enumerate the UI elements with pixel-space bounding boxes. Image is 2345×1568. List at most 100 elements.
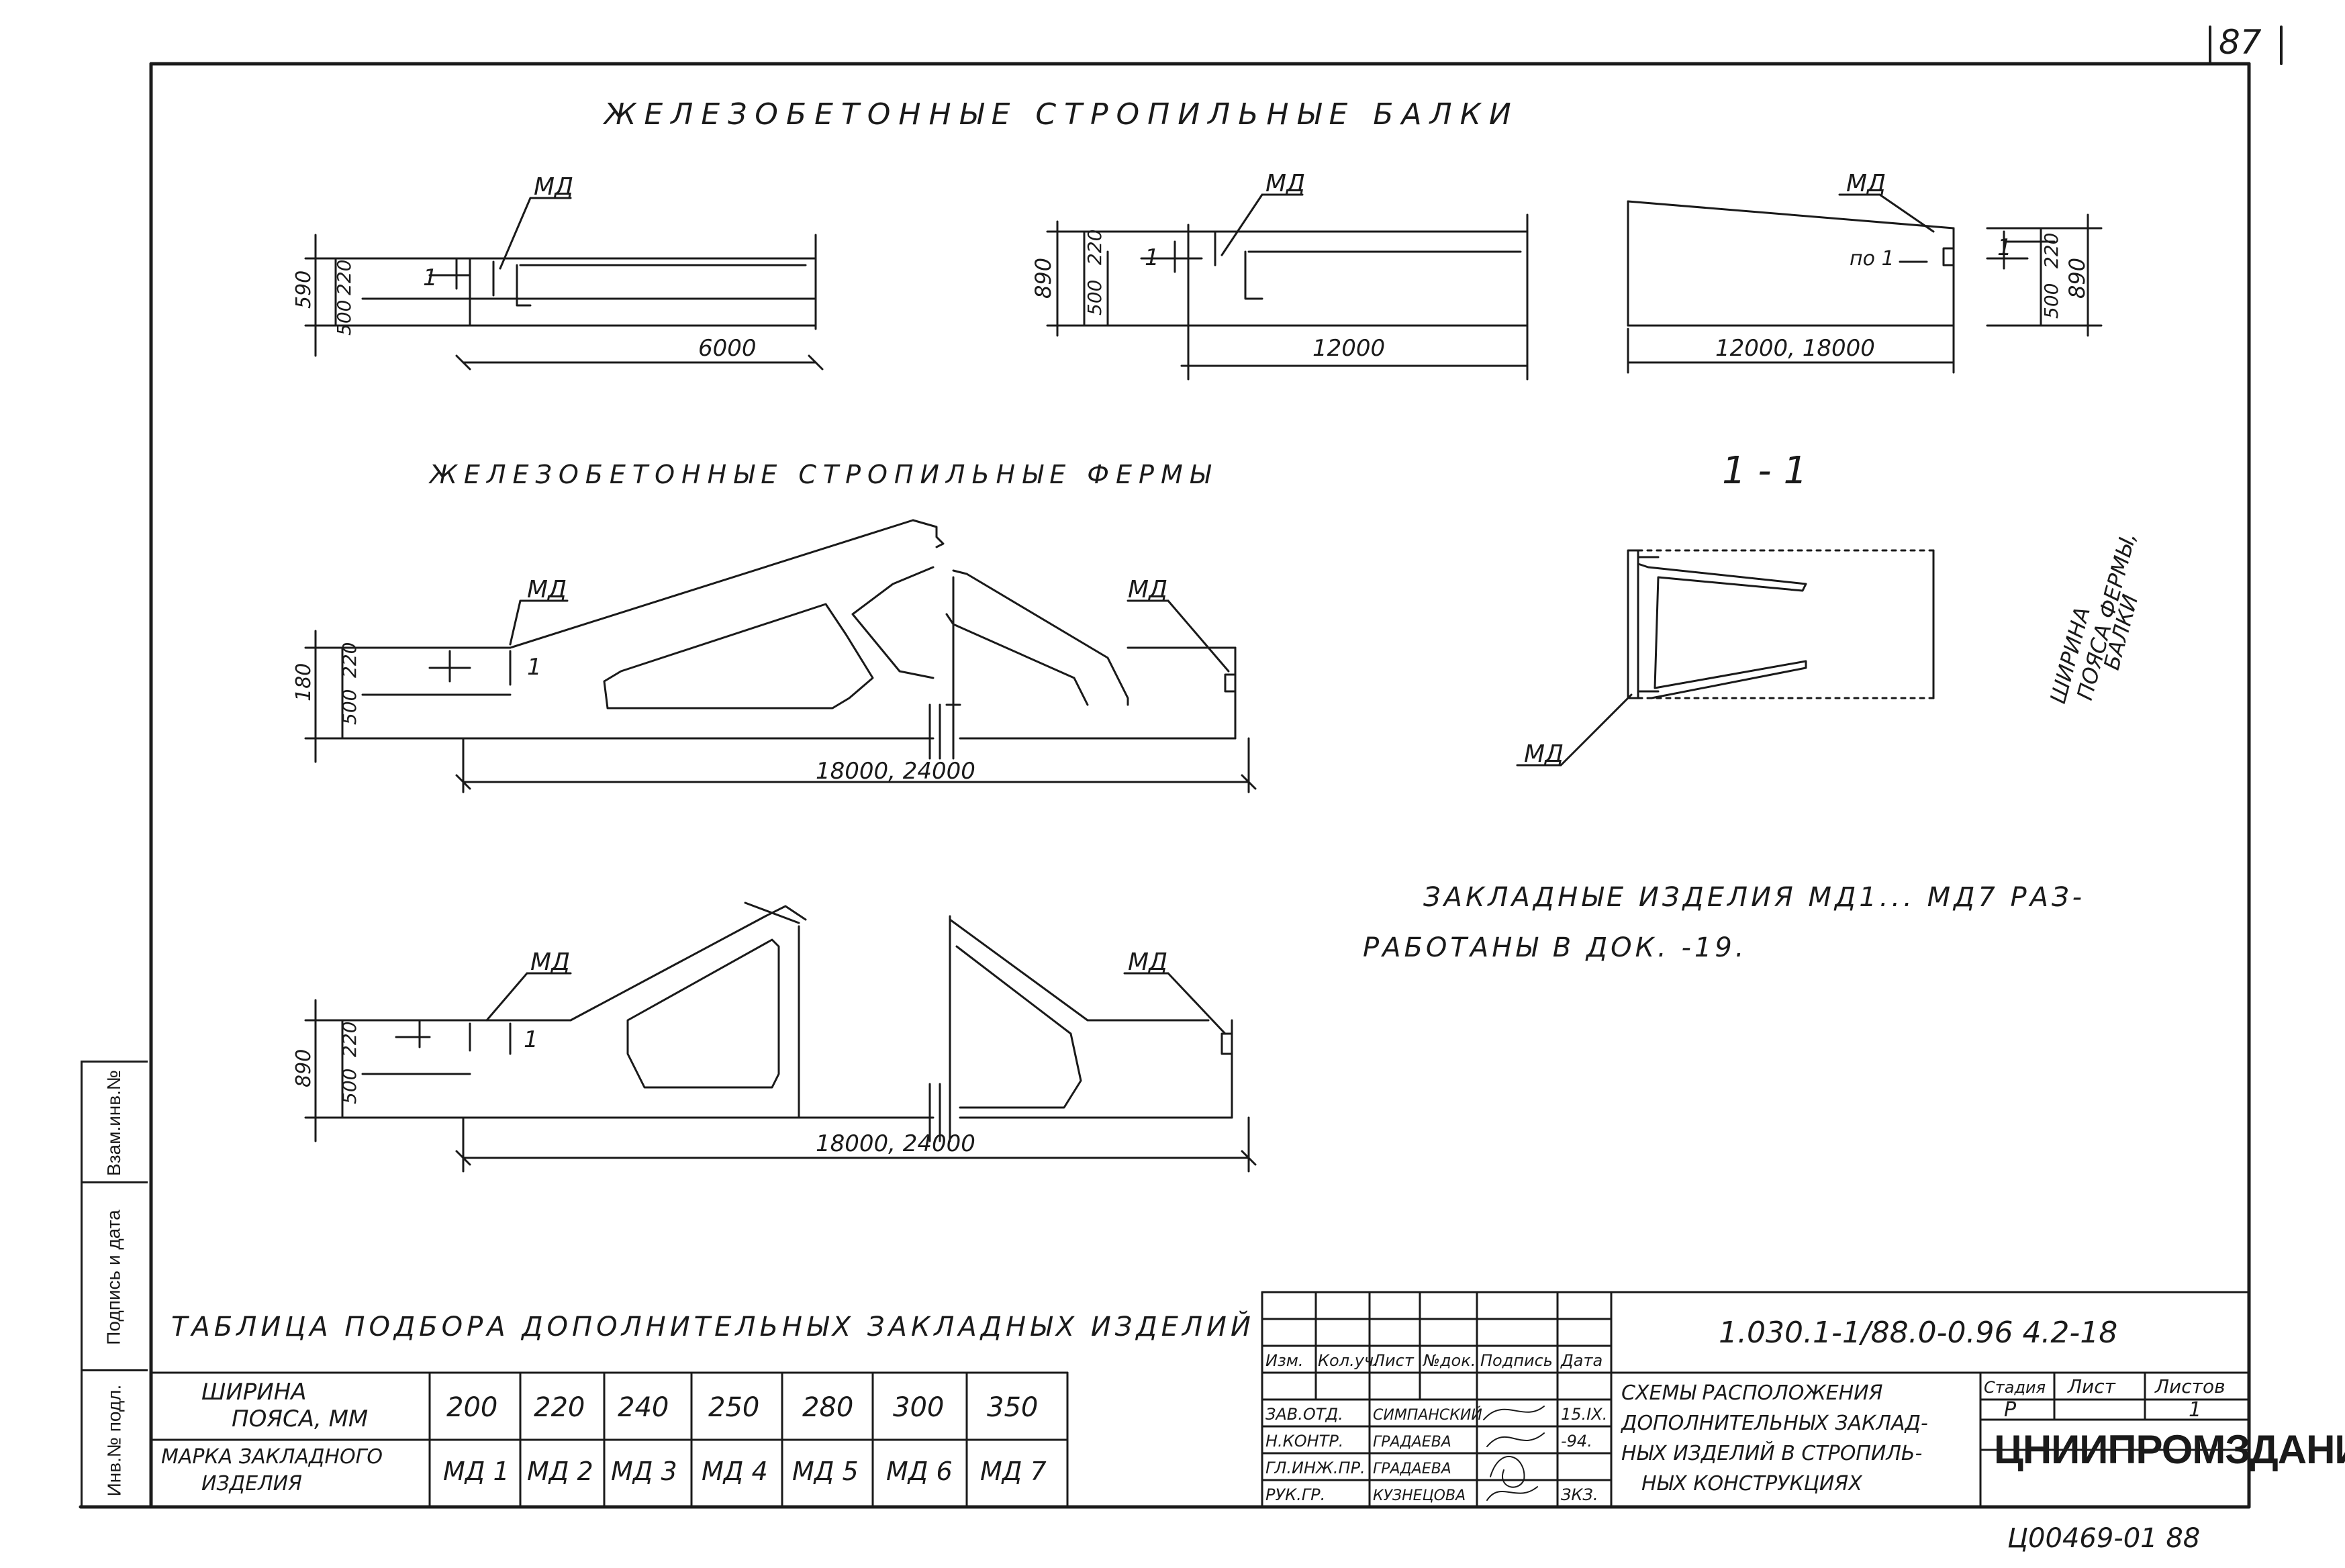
leader-md-beam1 [499, 197, 572, 270]
doc-code: 1.030.1-1/88.0-0.96 4.2-18 [1719, 1316, 2117, 1350]
table-mark-cells: МД 1 МД 2 МД 3 МД 4 МД 5 МД 6 МД 7 [443, 1457, 1047, 1486]
table-row2-header-a: МАРКА ЗАКЛАДНОГО [161, 1445, 383, 1469]
side-stamp [81, 1061, 152, 1507]
title-block-headers: Изм. Кол.уч. Лист №док. Подпись Дата [1265, 1351, 1602, 1370]
callout-md-truss1-left: МД [527, 576, 567, 603]
beam-12000-18000 [1627, 200, 2103, 374]
leader-md-truss1-right [1127, 599, 1230, 673]
dim-beam1-length: 6000 [698, 335, 757, 362]
stage-header: Стадия [1984, 1378, 2046, 1397]
table-width-cell: 220 [534, 1392, 585, 1423]
title-block-grid [1261, 1291, 2250, 1508]
section-mark-truss1: 1 [527, 654, 542, 681]
table-width-cell: 280 [802, 1392, 853, 1423]
table-width-cell: 300 [893, 1392, 944, 1423]
title-block-dates: 15.IX. -94. ЗКЗ. [1561, 1405, 1607, 1504]
sheet-header: Лист [2067, 1375, 2116, 1398]
tb-header: №док. [1422, 1351, 1476, 1370]
sheet-title-line: НЫХ ИЗДЕЛИЙ В СТРОПИЛЬ- [1621, 1441, 1922, 1465]
tb-role: ЗАВ.ОТД. [1265, 1405, 1343, 1424]
side-stamp-sign-date: Подпись и дата [81, 1181, 148, 1371]
truss-1 [304, 519, 1257, 793]
table-row2-header-b: ИЗДЕЛИЯ [201, 1472, 302, 1496]
table-mark-cell: МД 2 [527, 1457, 593, 1486]
dim-truss2-h0: 890 [292, 1049, 316, 1087]
table-mark-cell: МД 1 [443, 1457, 510, 1486]
sheet-frame [79, 26, 2283, 1509]
table-width-cell: 350 [987, 1392, 1038, 1423]
tb-role: Н.КОНТР. [1265, 1432, 1343, 1451]
dim-beam3-h2: 220 [2040, 233, 2062, 268]
dim-beam1-h1: 500 [333, 300, 355, 336]
section-1-1 [1627, 549, 1935, 699]
beam-12000 [1046, 213, 1529, 381]
table-width-cells: 200 220 240 250 280 300 350 [446, 1392, 1038, 1423]
dim-beam3-h1: 500 [2040, 283, 2062, 319]
dim-beam1-h2: 220 [333, 260, 355, 295]
callout-md-beam3: МД [1846, 170, 1886, 197]
title-block-names: СИМПАНСКИЙ ГРАДАЕВА ГРАДАЕВА КУЗНЕЦОВА [1373, 1406, 1482, 1504]
dim-beam2-h0: 890 [1031, 258, 1056, 299]
sheet-number: 87 [2219, 23, 2262, 62]
section-mark-beam3: 1 [1997, 234, 2012, 261]
dim-beam2-length: 12000 [1312, 335, 1385, 362]
tb-date: -94. [1561, 1432, 1592, 1451]
section-title: 1 - 1 [1722, 449, 1807, 493]
dim-truss1-h0: 180 [292, 663, 316, 701]
dim-beam3-length: 12000, 18000 [1715, 335, 1875, 362]
dim-truss1-length: 18000, 24000 [816, 758, 975, 785]
trusses-heading: ЖЕЛЕЗОБЕТОННЫЕ СТРОПИЛЬНЫЕ ФЕРМЫ [428, 460, 1217, 489]
section-mark-beam2: 1 [1145, 244, 1159, 271]
tb-role: РУК.ГР. [1265, 1485, 1325, 1504]
sheets-header: Листов [2154, 1375, 2226, 1398]
tb-header: Изм. [1265, 1351, 1303, 1370]
dim-truss2-length: 18000, 24000 [816, 1130, 975, 1157]
dim-beam2-h1: 500 [1084, 280, 1106, 315]
tb-name: ГРАДАЕВА [1373, 1434, 1451, 1451]
selection-table-grid [150, 1371, 1069, 1508]
leader-md-beam3 [1838, 193, 1935, 233]
tb-name: ГРАДАЕВА [1373, 1461, 1451, 1477]
callout-md-section: МД [1524, 740, 1564, 768]
callout-md-truss2-right: МД [1128, 948, 1167, 976]
tb-date: 15.IX. [1561, 1405, 1607, 1424]
truss-2 [304, 901, 1257, 1173]
tb-role: ГЛ.ИНЖ.ПР. [1265, 1459, 1366, 1477]
tb-name: СИМПАНСКИЙ [1373, 1406, 1482, 1424]
sheet-title-line: НЫХ КОНСТРУКЦИЯХ [1641, 1472, 1863, 1496]
section-mark-truss2: 1 [524, 1026, 538, 1053]
table-row1-header-a: ШИРИНА [201, 1379, 307, 1406]
beam-6000 [304, 234, 824, 371]
side-stamp-inv-label: Инв.№ подл. [103, 1384, 125, 1496]
dim-truss2-h2: 220 [338, 1022, 361, 1057]
side-stamp-sign-date-label: Подпись и дата [103, 1210, 125, 1345]
tb-header: Дата [1560, 1351, 1602, 1370]
side-stamp-replaced: Взам.инв.№ [81, 1061, 148, 1183]
table-title: ТАБЛИЦА ПОДБОРА ДОПОЛНИТЕЛЬНЫХ ЗАКЛАДНЫХ… [171, 1310, 1255, 1342]
note-line-1: ЗАКЛАДНЫЕ ИЗДЕЛИЯ МД1... МД7 РАЗ- [1423, 882, 2085, 913]
tb-name: КУЗНЕЦОВА [1373, 1487, 1466, 1504]
dim-truss1-h2: 220 [338, 642, 361, 678]
table-mark-cell: МД 3 [611, 1457, 677, 1486]
dim-truss2-h1: 500 [338, 1069, 361, 1104]
table-mark-cell: МД 4 [702, 1457, 768, 1486]
table-width-cell: 240 [618, 1392, 669, 1423]
dim-beam2-h2: 220 [1084, 230, 1106, 265]
leader-md-section [1516, 693, 1633, 767]
note-line-2: РАБОТАНЫ В ДОК. -19. [1363, 932, 1748, 963]
table-mark-cell: МД 6 [886, 1457, 953, 1486]
table-mark-cell: МД 7 [980, 1457, 1047, 1486]
table-width-cell: 200 [446, 1392, 497, 1423]
sheets-value: 1 [2189, 1398, 2201, 1422]
dim-truss1-h1: 500 [338, 689, 361, 725]
tb-header: Подпись [1480, 1351, 1553, 1370]
dim-beam3-h0: 890 [2064, 258, 2090, 299]
callout-md-truss2-left: МД [530, 948, 570, 976]
sheet-title-line: СХЕМЫ РАСПОЛОЖЕНИЯ [1621, 1381, 1883, 1405]
callout-md-truss1-right: МД [1128, 576, 1167, 603]
side-stamp-inv: Инв.№ подл. [81, 1369, 148, 1509]
leader-md-truss2-left [485, 972, 572, 1022]
table-row1-header-b: ПОЯСА, ММ [232, 1406, 368, 1432]
tb-date: ЗКЗ. [1561, 1485, 1598, 1504]
